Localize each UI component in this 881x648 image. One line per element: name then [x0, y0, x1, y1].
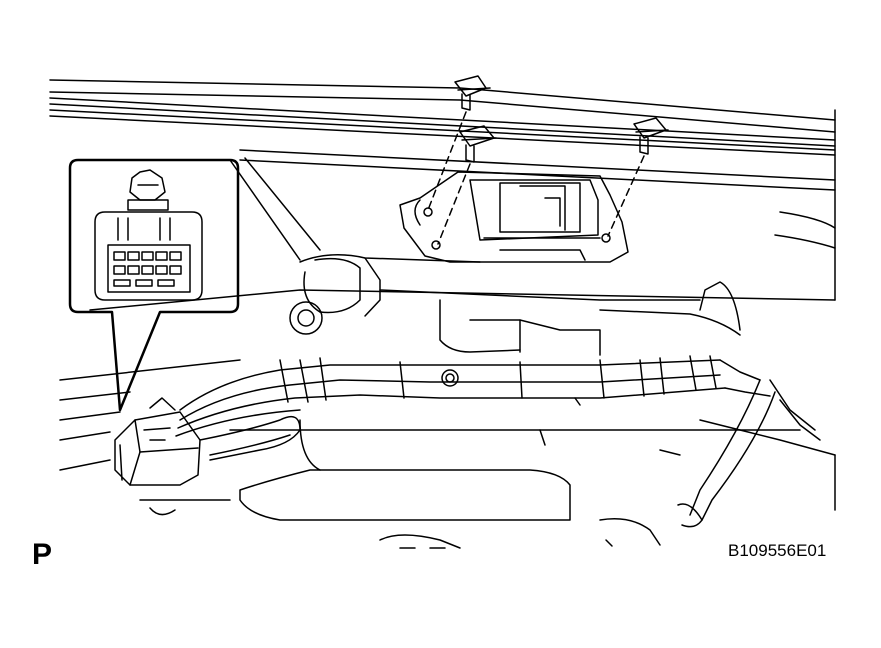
view-label: P	[32, 538, 53, 571]
bolt-3	[633, 117, 669, 155]
control-unit-bracket	[399, 171, 629, 263]
figure-id: B109556E01	[728, 541, 827, 560]
left-body-panel	[59, 157, 836, 516]
connector-callout	[68, 158, 240, 412]
bolt-1	[454, 75, 491, 111]
lower-body-panel	[229, 281, 836, 549]
roof-panel-lines	[49, 79, 836, 301]
wire-harness	[175, 355, 771, 437]
harness-connector	[114, 397, 201, 486]
bolt-2	[459, 125, 497, 163]
harness-to-connector	[199, 415, 301, 461]
bolt-dashed-lines	[427, 111, 645, 245]
motor-assembly	[289, 254, 741, 387]
branch-cable	[677, 379, 821, 528]
